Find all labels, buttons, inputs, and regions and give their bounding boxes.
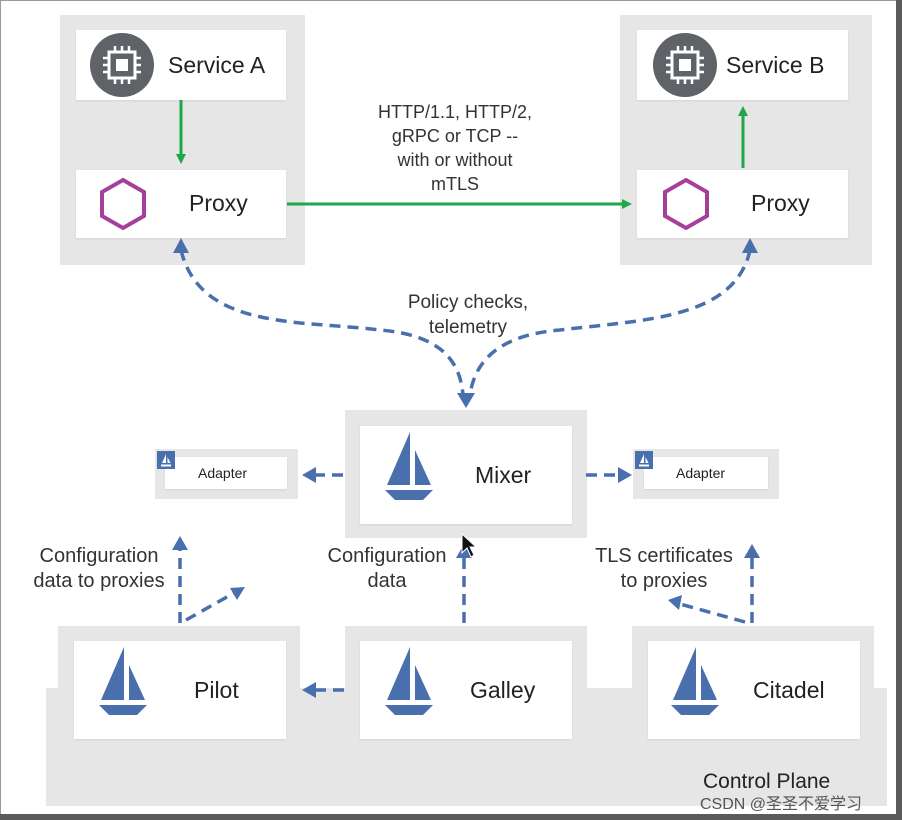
arrowhead	[457, 393, 475, 408]
adapter-left-card	[165, 457, 287, 489]
citadel-label: Citadel	[753, 677, 825, 703]
protocols-line-4: mTLS	[430, 174, 479, 194]
mouse-cursor-icon	[461, 532, 478, 558]
sail-icon	[385, 647, 433, 715]
arrowhead	[668, 595, 682, 610]
pilot-config-diagonal-path	[185, 591, 235, 622]
sail-icon	[99, 647, 147, 715]
adapter-left-label: Adapter	[198, 465, 248, 481]
policy-line-2: telemetry	[428, 317, 508, 338]
arrowhead	[302, 682, 316, 698]
config-proxies-line-2: data to proxies	[33, 570, 165, 592]
proxy-a-card	[76, 170, 286, 238]
config-data-note: Configuration data	[310, 544, 464, 594]
adapter-right-card	[644, 457, 768, 489]
service-a-label: Service A	[168, 52, 266, 78]
adapter-right-label: Adapter	[676, 465, 726, 481]
protocols-line-3: with or without	[397, 150, 513, 170]
pilot-label: Pilot	[194, 677, 239, 703]
arrowhead	[230, 587, 245, 600]
watermark: CSDN @圣圣不爱学习	[700, 796, 863, 813]
sail-icon	[385, 432, 433, 500]
galley-label: Galley	[470, 677, 536, 703]
tls-line-1: TLS certificates	[595, 545, 733, 567]
sail-icon	[157, 451, 175, 469]
arrowhead	[744, 544, 760, 558]
proxy-b-card	[637, 170, 848, 238]
tls-line-2: to proxies	[620, 570, 708, 592]
protocols-line-1: HTTP/1.1, HTTP/2,	[377, 102, 533, 122]
tls-note: TLS certificates to proxies	[578, 544, 750, 594]
control-plane-title: Control Plane	[703, 770, 831, 793]
proxy-b-mixer-path	[468, 249, 752, 396]
policy-note: Policy checks, telemetry	[388, 290, 548, 340]
mixer-label: Mixer	[475, 462, 532, 488]
frame-edge-bottom	[0, 814, 902, 820]
hexagon-icon	[663, 178, 709, 230]
config-data-line-2: data	[367, 570, 407, 592]
proxy-a-mixer-path	[179, 249, 465, 396]
protocols-line-2: gRPC or TCP --	[391, 126, 519, 146]
citadel-tls-diagonal-path	[679, 602, 746, 624]
policy-line-1: Policy checks,	[407, 292, 529, 313]
chip-icon	[88, 31, 156, 99]
sail-icon	[635, 451, 653, 469]
sail-icon	[671, 647, 719, 715]
arrowhead	[173, 238, 189, 253]
config-data-line-1: Configuration	[327, 545, 447, 567]
frame-edge-right	[896, 0, 902, 820]
service-b-label: Service B	[726, 52, 825, 78]
proxy-a-label: Proxy	[189, 190, 248, 216]
config-proxies-note: Configuration data to proxies	[16, 544, 182, 594]
arrowhead	[618, 467, 632, 483]
arrowhead	[172, 536, 188, 550]
protocols-note: HTTP/1.1, HTTP/2, gRPC or TCP -- with or…	[355, 100, 555, 196]
chip-icon	[651, 31, 719, 99]
config-proxies-line-1: Configuration	[39, 545, 159, 567]
arrowhead	[302, 467, 316, 483]
proxy-b-label: Proxy	[751, 190, 810, 216]
hexagon-icon	[100, 178, 146, 230]
arrowhead	[742, 238, 758, 253]
